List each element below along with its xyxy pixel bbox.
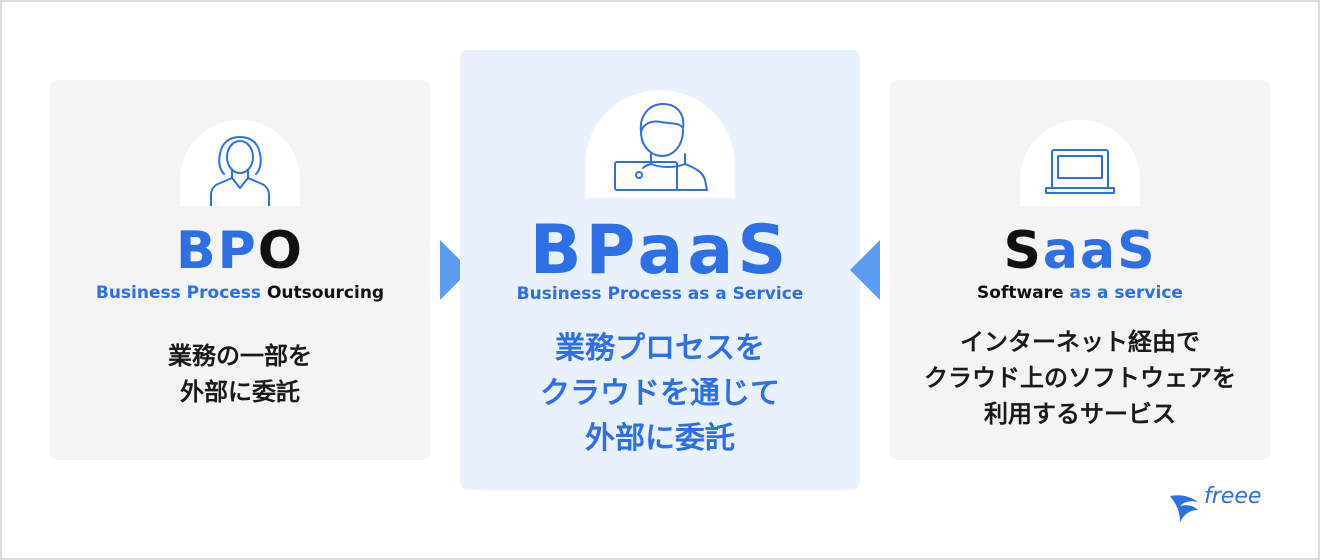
saas-description: インターネット経由で クラウド上のソフトウェアを 利用するサービス — [890, 324, 1270, 432]
arrow-left-icon — [850, 240, 880, 300]
bpo-fullname: Business Process Outsourcing — [95, 283, 385, 303]
bpo-description: 業務の一部を 外部に委託 — [50, 338, 430, 410]
saas-desc-line: インターネット経由で — [960, 328, 1200, 356]
bpaas-desc-line: 外部に委託 — [585, 421, 735, 456]
bpaas-description: 業務プロセスを クラウドを通じて 外部に委託 — [460, 326, 860, 461]
saas-desc-line: クラウド上のソフトウェアを — [924, 364, 1236, 392]
bpaas-acronym: BPaaS — [529, 211, 791, 290]
saas-desc-line: 利用するサービス — [984, 400, 1176, 428]
person-with-laptop-icon — [585, 90, 735, 198]
arrow-right-icon — [440, 240, 470, 300]
bpo-desc-line: 業務の一部を — [168, 342, 312, 370]
logo-wordmark: freee — [1204, 484, 1262, 509]
bpaas-desc-line: 業務プロセスを — [555, 331, 765, 366]
saas-card: SaaS Software as a service インターネット経由で クラ… — [890, 80, 1270, 460]
bird-logo-icon — [1170, 495, 1198, 522]
bpaas-desc-line: クラウドを通じて — [540, 376, 780, 411]
bpo-acronym: BPO — [176, 221, 304, 281]
person-icon — [180, 120, 300, 206]
bpo-card: BPO Business Process Outsourcing 業務の一部を … — [50, 80, 430, 460]
bpaas-card: BPaaS Business Process as a Service 業務プロ… — [460, 50, 860, 490]
bpo-desc-line: 外部に委託 — [180, 378, 300, 406]
bpaas-fullname: Business Process as a Service — [516, 284, 804, 304]
saas-fullname: Software as a service — [977, 283, 1183, 303]
laptop-icon — [1020, 120, 1140, 206]
saas-acronym: SaaS — [1003, 221, 1157, 281]
freee-logo: freee — [1168, 482, 1261, 530]
